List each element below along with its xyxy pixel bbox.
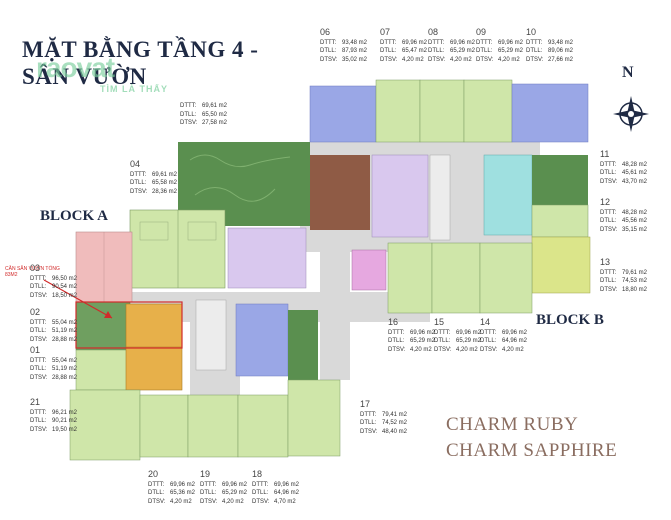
watermark-logo: raovat xyxy=(36,52,115,83)
unit-05-shape[interactable] xyxy=(129,209,226,289)
unit-info-14[interactable]: 14 DTTT:69,96 m2 DTLL:64,96 m2 DTSV:4,20… xyxy=(480,317,528,353)
unit-number: 07 xyxy=(380,27,391,37)
unit-number: 18 xyxy=(252,469,263,479)
unit-09-shape[interactable] xyxy=(463,79,513,143)
lobby-blue xyxy=(235,303,289,377)
highlight-frame xyxy=(75,301,183,349)
compass-north-label: N xyxy=(622,64,634,81)
unit-info-15[interactable]: 15 DTTT:69,96 m2 DTLL:65,29 m2 DTSV:4,20… xyxy=(434,317,482,353)
brand-charm-ruby: CHARM RUBY xyxy=(446,414,579,435)
block-b-label: BLOCK B xyxy=(536,312,604,328)
unit-info-09[interactable]: 09 DTTT:69,96 m2 DTLL:65,29 m2 DTSV:4,20… xyxy=(476,27,524,63)
unit-number: 16 xyxy=(388,317,399,327)
unit-number: 08 xyxy=(428,27,439,37)
unit-number: 04 xyxy=(130,159,141,169)
unit-number: 14 xyxy=(480,317,491,327)
unit-info-18[interactable]: 18 DTTT:69,96 m2 DTLL:64,96 m2 DTSV:4,70… xyxy=(252,469,300,505)
unit-number: 21 xyxy=(30,397,41,407)
unit-19-shape[interactable] xyxy=(187,394,239,458)
page-title: MẶT BẰNG TẦNG 4 - SÂN VƯỜN xyxy=(22,36,258,90)
unit-info-06[interactable]: 06 DTTT:93,48 m2 DTLL:87,93 m2 DTSV:35,0… xyxy=(320,27,368,63)
unit-number: 03 xyxy=(30,263,41,273)
unit-14-shape[interactable] xyxy=(479,242,533,314)
unit-number: 11 xyxy=(600,149,610,159)
unit-07-shape[interactable] xyxy=(375,79,421,143)
unit-16-shape[interactable] xyxy=(387,242,433,314)
title-line-2: SÂN VƯỜN xyxy=(22,64,147,89)
title-line-1: MẶT BẰNG TẦNG 4 - xyxy=(22,37,259,62)
unit-number: 20 xyxy=(148,469,159,479)
unit-info-13[interactable]: 13 DTTT:79,61 m2 DTLL:74,53 m2 DTSV:18,8… xyxy=(600,257,648,293)
unit-number: 02 xyxy=(30,307,41,317)
unit-11-shape[interactable] xyxy=(483,154,533,236)
unit-info-02[interactable]: 02 DTTT:55,04 m2 DTLL:51,19 m2 DTSV:28,8… xyxy=(30,307,78,343)
unit-number: 09 xyxy=(476,27,487,37)
unit-02-shape[interactable] xyxy=(75,301,131,351)
unit-01-shape[interactable] xyxy=(75,349,131,391)
core-stair xyxy=(195,299,227,371)
unit-info-01[interactable]: 01 DTTT:55,04 m2 DTLL:51,19 m2 DTSV:28,8… xyxy=(30,345,78,381)
unit-06-shape[interactable] xyxy=(309,85,377,143)
unit-10-shape[interactable] xyxy=(511,83,589,143)
unit-info-03[interactable]: 03 DTTT:96,50 m2 DTLL:90,54 m2 DTSV:18,5… xyxy=(30,263,78,299)
unit-13-shape[interactable] xyxy=(531,236,591,294)
unit-21-shape[interactable] xyxy=(69,389,141,461)
unit-number: 01 xyxy=(30,345,41,355)
lobby-magenta xyxy=(351,249,387,291)
garden-unit-note: CĂN SÂN VƯỜN TỔNG 83M2 xyxy=(5,266,60,278)
unit-info-04[interactable]: 04 DTTT:69,61 m2 DTLL:65,58 m2 DTSV:28,3… xyxy=(130,159,178,195)
unit-info-10[interactable]: 10 DTTT:93,48 m2 DTLL:89,06 m2 DTSV:27,6… xyxy=(526,27,574,63)
watermark-tagline: TÌM LÀ THẤY xyxy=(100,84,168,94)
unit-08-shape[interactable] xyxy=(419,79,465,143)
compass-rose-icon xyxy=(613,96,649,132)
note-line-1: CĂN SÂN VƯỜN TỔNG xyxy=(5,266,60,272)
unit-info-05[interactable]: 05 DTTT:69,61 m2 DTLL:65,50 m2 DTSV:27,5… xyxy=(180,103,228,126)
unit-info-21[interactable]: 21 DTTT:96,21 m2 DTLL:90,21 m2 DTSV:19,5… xyxy=(30,397,78,433)
unit-orange-shape[interactable] xyxy=(125,303,183,391)
unit-info-19[interactable]: 19 DTTT:69,96 m2 DTLL:65,29 m2 DTSV:4,20… xyxy=(200,469,248,505)
unit-20-shape[interactable] xyxy=(139,394,189,458)
unit-number: 13 xyxy=(600,257,611,267)
unit-18-shape[interactable] xyxy=(237,394,289,458)
unit-15-shape[interactable] xyxy=(431,242,481,314)
unit-info-16[interactable]: 16 DTTT:69,96 m2 DTLL:65,29 m2 DTSV:4,20… xyxy=(388,317,436,353)
unit-info-11[interactable]: 11 DTTT:48,28 m2 DTLL:45,61 m2 DTSV:43,7… xyxy=(600,149,648,185)
unit-number: 06 xyxy=(320,27,331,37)
unit-number: 17 xyxy=(360,399,371,409)
garden-b xyxy=(532,155,588,205)
unit-03-shape[interactable] xyxy=(75,231,133,303)
unit-number: 10 xyxy=(526,27,537,37)
note-arrow xyxy=(43,279,113,319)
lobby-b xyxy=(371,154,429,238)
brand-charm-sapphire: CHARM SAPPHIRE xyxy=(446,440,618,461)
lobby-a xyxy=(227,227,307,289)
unit-info-07[interactable]: 07 DTTT:69,96 m2 DTLL:65,47 m2 DTSV:4,20… xyxy=(380,27,428,63)
block-a-label: BLOCK A xyxy=(40,208,108,224)
unit-number: 19 xyxy=(200,469,211,479)
unit-info-17[interactable]: 17 DTTT:79,41 m2 DTLL:74,52 m2 DTSV:48,4… xyxy=(360,399,408,435)
unit-17-shape[interactable] xyxy=(287,379,341,457)
unit-info-08[interactable]: 08 DTTT:69,96 m2 DTLL:65,29 m2 DTSV:4,20… xyxy=(428,27,476,63)
core-b xyxy=(429,154,451,241)
unit-info-12[interactable]: 12 DTTT:48,28 m2 DTLL:45,56 m2 DTSV:35,1… xyxy=(600,197,648,233)
garden-brown xyxy=(310,155,370,230)
note-line-2: 83M2 xyxy=(5,272,18,278)
unit-number: 15 xyxy=(434,317,445,327)
unit-info-20[interactable]: 20 DTTT:69,96 m2 DTLL:65,36 m2 DTSV:4,20… xyxy=(148,469,196,505)
unit-12-shape[interactable] xyxy=(531,204,589,238)
unit-number: 12 xyxy=(600,197,611,207)
